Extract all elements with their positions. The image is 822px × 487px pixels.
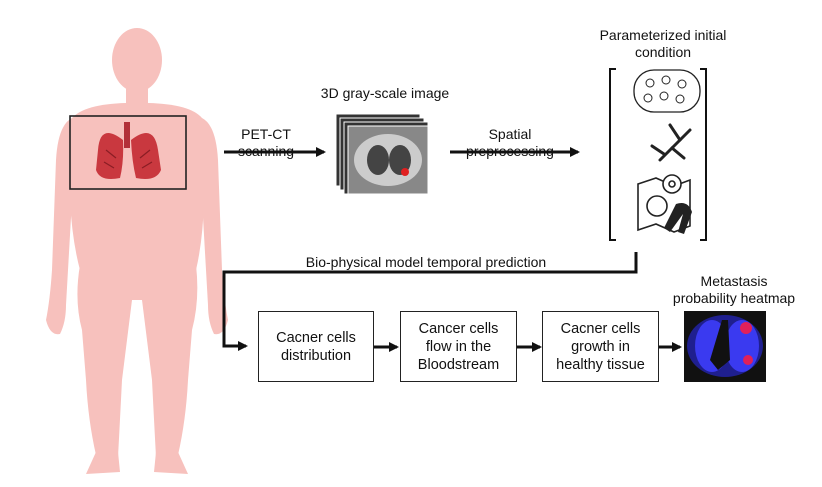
step-box-growth: Cacner cells growth in healthy tissue <box>542 311 659 382</box>
pet-ct-label: PET-CT scanning <box>237 126 295 159</box>
lungs-icon <box>96 122 161 179</box>
step-label-distribution: Cacner cells distribution <box>276 329 356 364</box>
param-condition-label: Parameterized initial condition <box>599 27 727 60</box>
ct-stack-icon <box>335 113 429 195</box>
heatmap-title: Metastasis probability heatmap <box>672 273 796 306</box>
bio-model-label: Bio-physical model temporal prediction <box>305 254 547 270</box>
gray-image-label: 3D gray-scale image <box>320 85 450 101</box>
vessel-tree-icon <box>650 123 692 162</box>
cancer-ribbon-icon <box>664 203 692 234</box>
spatial-label: Spatial preprocessing <box>466 126 554 159</box>
condition-bracket <box>609 68 707 241</box>
step-box-distribution: Cacner cells distribution <box>258 311 374 382</box>
step-label-bloodstream: Cancer cells flow in the Bloodstream <box>417 320 500 373</box>
cells-icon <box>633 69 701 113</box>
step-box-bloodstream: Cancer cells flow in the Bloodstream <box>400 311 517 382</box>
lungs-frame <box>69 115 187 190</box>
heatmap-image <box>684 311 766 382</box>
step-label-growth: Cacner cells growth in healthy tissue <box>556 320 645 373</box>
human-body-icon <box>46 28 228 474</box>
bio-model-connector <box>222 252 638 351</box>
location-map-icon <box>637 174 691 233</box>
